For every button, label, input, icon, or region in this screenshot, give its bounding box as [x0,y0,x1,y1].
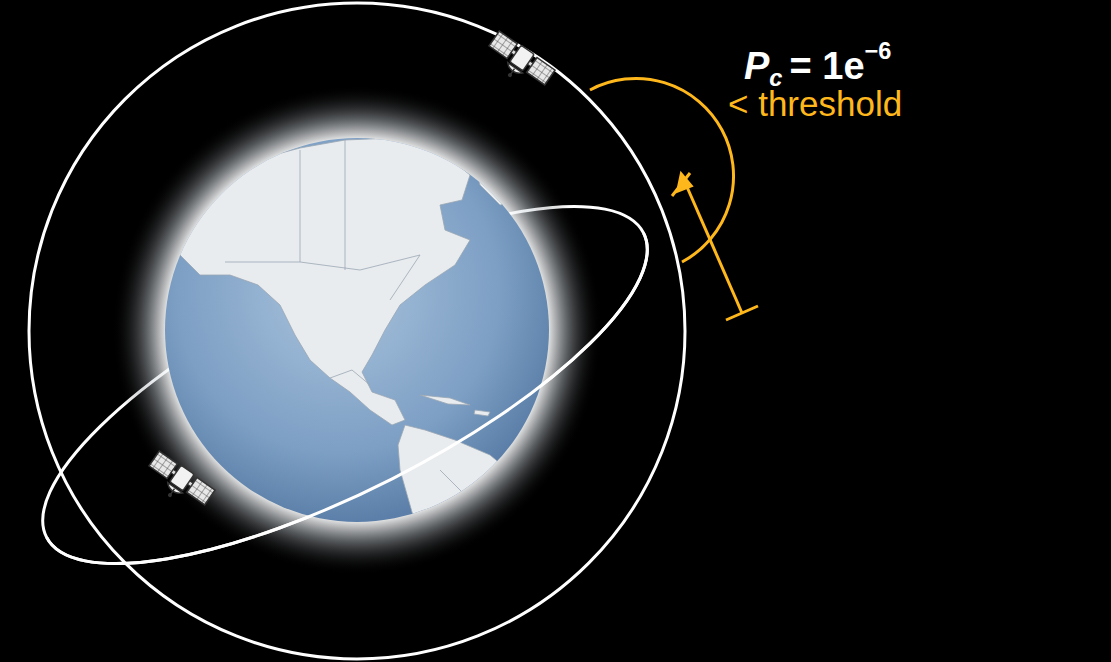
covariance-arc [590,78,734,262]
probability-exponent: −6 [865,38,892,64]
tick-mark [672,173,690,196]
circular-orbit [29,3,685,659]
satellite [141,450,216,516]
label-line: Pc= 1e−6 [744,38,891,92]
label-line: < threshold [728,84,902,124]
miss-distance-line [684,180,742,313]
elliptical-orbit-front [47,233,692,631]
end-cap [726,306,758,320]
probability-value: = 1e [790,45,865,87]
threshold-label: < threshold [728,84,902,123]
earth-globe [165,138,549,625]
satellite [481,30,556,96]
probability-symbol: P [744,45,769,87]
atmosphere-glow [112,85,602,575]
